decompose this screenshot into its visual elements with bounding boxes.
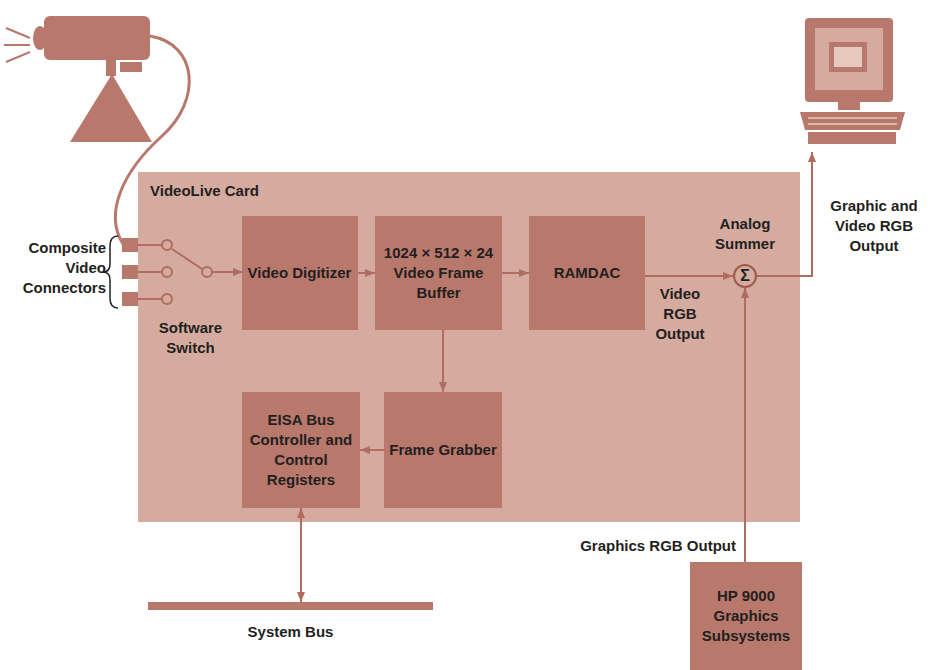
camera-body — [44, 16, 150, 60]
box-label: Frame Grabber — [389, 440, 497, 460]
switch-contact — [162, 294, 172, 304]
switch-contact — [162, 267, 172, 277]
switch-contact — [202, 267, 212, 277]
process-box: HP 9000 Graphics Subsystems — [690, 562, 802, 670]
composite-connectors — [122, 238, 138, 306]
summer-outline — [734, 265, 756, 287]
connector — [122, 292, 138, 306]
summer-heading: Analog Summer — [700, 214, 790, 254]
monitor-neck — [838, 102, 860, 110]
summer-circle: Analog SummerΣ — [733, 264, 757, 288]
connector-arrow — [645, 275, 733, 277]
keyboard-keys — [808, 123, 897, 125]
connector — [122, 238, 138, 252]
light-ray — [6, 52, 30, 62]
box-label: HP 9000 Graphics Subsystems — [694, 586, 798, 646]
camera-illustration — [4, 16, 152, 142]
annotation-label: Video RGB Output — [648, 284, 712, 344]
camera-mount — [106, 58, 116, 76]
monitor-screen — [815, 28, 883, 90]
process-box: Frame Grabber — [384, 392, 502, 508]
annotation-label: Software Switch — [143, 318, 238, 358]
process-box: EISA Bus Controller and Control Register… — [242, 392, 360, 508]
switch-contact — [162, 240, 172, 250]
card-title: VideoLive Card — [150, 181, 259, 201]
bus-label: System Bus — [148, 622, 433, 642]
camera-lens — [33, 26, 47, 50]
process-box: Video Digitizer — [242, 216, 358, 330]
keyboard-keys — [808, 117, 897, 119]
connector-arrow — [360, 449, 384, 451]
wire — [138, 271, 162, 273]
light-ray — [6, 28, 30, 38]
card-panel — [138, 172, 800, 522]
annotation-label: Graphics RGB Output — [560, 536, 736, 556]
box-label: EISA Bus Controller and Control Register… — [246, 410, 356, 490]
output-arrow — [757, 152, 812, 276]
box-label: Video Digitizer — [248, 263, 352, 283]
keyboard — [800, 112, 905, 130]
camera-handle — [120, 62, 142, 72]
switch-arrow — [212, 271, 243, 273]
connector — [122, 265, 138, 279]
wire — [138, 244, 162, 246]
video-cable — [115, 36, 189, 244]
connector-arrow — [300, 508, 302, 602]
process-box: 1024 × 512 × 24 Video Frame Buffer — [375, 216, 502, 330]
monitor-case — [805, 18, 893, 102]
switch-lever — [172, 249, 202, 269]
sum-symbol: Σ — [733, 264, 757, 288]
light-ray — [4, 44, 30, 46]
process-box: RAMDAC — [529, 216, 645, 330]
wire — [138, 298, 162, 300]
monitor-illustration — [800, 18, 905, 144]
connector-arrow — [358, 272, 376, 274]
annotation-label: Composite Video Connectors — [6, 238, 106, 298]
annotation-label: Graphic and Video RGB Output — [818, 196, 930, 256]
card-panel: VideoLive CardVideo Digitizer 1024 × 512 … — [138, 172, 800, 522]
connector-arrow — [502, 272, 529, 274]
tripod — [70, 74, 152, 142]
bus-bar: System Bus — [148, 602, 433, 610]
screen-image — [834, 47, 862, 67]
connector-arrow — [442, 330, 444, 392]
box-label: 1024 × 512 × 24 Video Frame Buffer — [379, 243, 498, 303]
computer-base — [808, 132, 896, 144]
connector-arrow — [744, 288, 746, 562]
software-switch — [138, 240, 243, 304]
screen-image — [829, 42, 867, 72]
box-label: RAMDAC — [554, 263, 621, 283]
